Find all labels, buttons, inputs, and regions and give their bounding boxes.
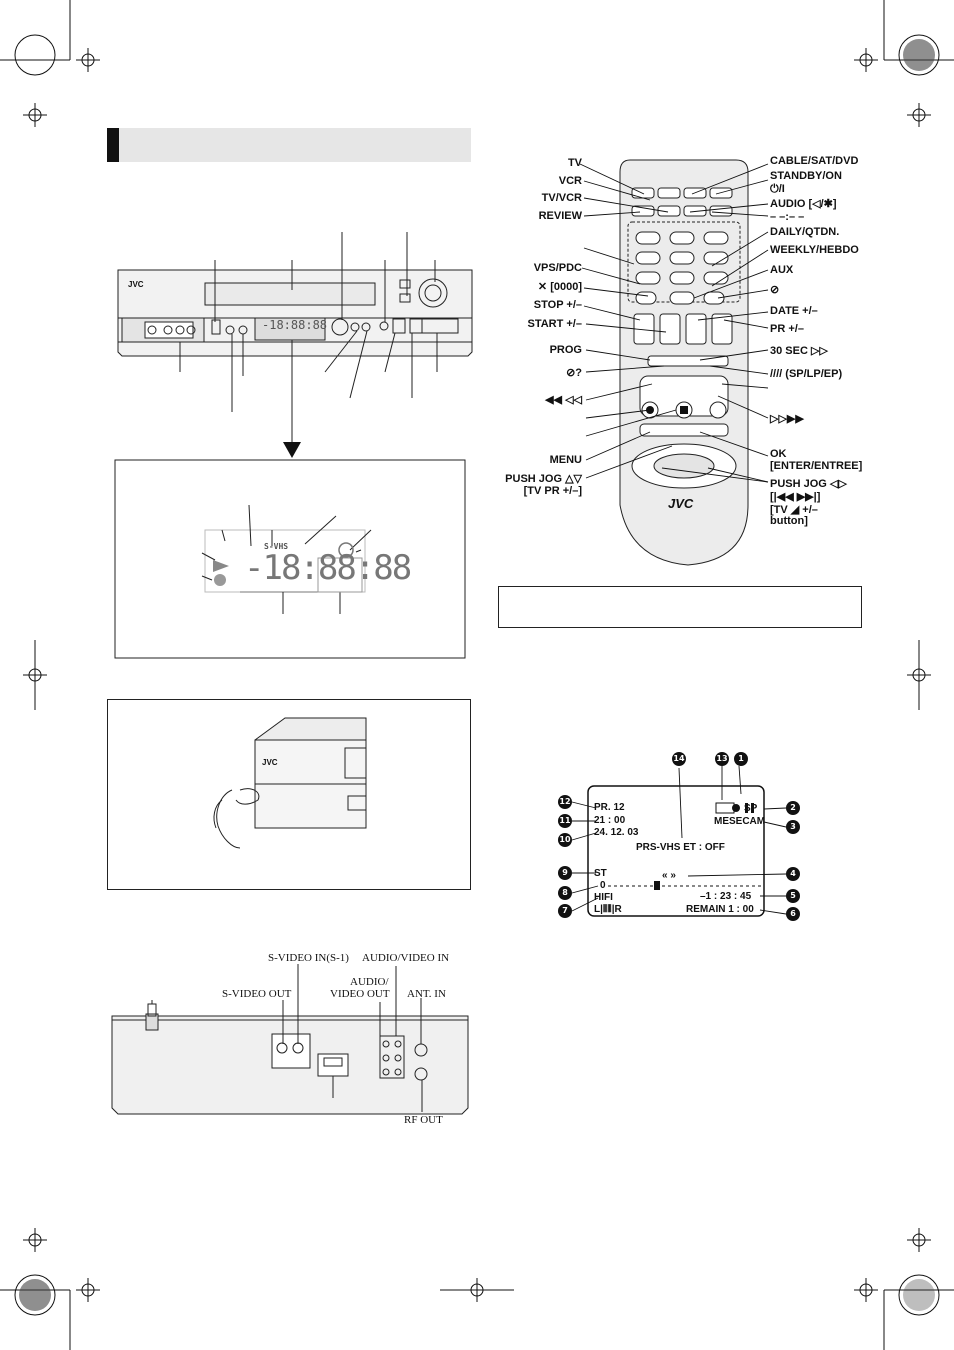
label-clock: ⊘ [770, 284, 780, 296]
osd-time: 21 : 00 [594, 815, 626, 826]
label-vps-pdc: VPS/PDC [533, 262, 582, 274]
cassette-brand-logo: JVC [262, 758, 278, 767]
label-button: button] [770, 515, 808, 527]
remote-brand-logo: JVC [668, 496, 694, 511]
callout-14: 14 [672, 752, 686, 766]
label-skip: [|◀◀ ▶▶|] [770, 491, 821, 503]
osd-prs: PRS-VHS ET : OFF [636, 842, 725, 853]
osd-scale-zero: 0 [600, 880, 606, 891]
label-ok: OK [770, 448, 787, 460]
front-lcd-digits: -18:88:88 [262, 318, 328, 332]
display-svhs: S-VHS [264, 542, 289, 551]
label-speed: //// (SP/LP/EP) [770, 368, 843, 380]
label-vcr: VCR [558, 175, 582, 187]
note-box [498, 586, 862, 628]
label-menu: MENU [549, 454, 582, 466]
label-audio: AUDIO [◁/✱] [770, 198, 837, 210]
label-date: DATE +/– [770, 305, 818, 317]
label-audio-video-in: AUDIO/VIDEO IN [362, 952, 450, 964]
label-ant-in: ANT. IN [407, 988, 446, 1000]
osd-mesecam: MESECAM [714, 816, 766, 827]
callout-10: 10 [558, 833, 572, 847]
osd-lr-meter: L|⦀⦀|R [594, 904, 622, 915]
osd-date: 24. 12. 03 [594, 827, 639, 838]
label-fast-forward: ▷▷▶▶ [770, 413, 804, 425]
label-standby-on: STANDBY/ON [770, 170, 842, 182]
label-pr: PR +/– [770, 323, 804, 335]
label-review: REVIEW [538, 210, 582, 222]
osd-hifi: HIFI [594, 892, 613, 903]
callout-6: 6 [786, 907, 800, 921]
osd-remain: REMAIN 1 : 00 [686, 904, 754, 915]
label-stop: STOP +/– [533, 299, 582, 311]
label-prog: PROG [549, 344, 582, 356]
label-aux: AUX [770, 264, 794, 276]
callout-4: 4 [786, 867, 800, 881]
label-tv: TV [567, 157, 582, 169]
display-digits: -18:88:88 [244, 548, 412, 588]
label-audio-video-out-1: AUDIO/ [350, 976, 389, 988]
label-push-jog-leftright: PUSH JOG ◁▷ [770, 478, 847, 490]
label-zero-reset: ✕ [0000] [537, 281, 582, 293]
callout-3: 3 [786, 820, 800, 834]
label-weekly: WEEKLY/HEBDO [770, 244, 859, 256]
label-svideo-out: S-VIDEO OUT [222, 988, 292, 1000]
label-tv-vol: [TV ◢ +/– [770, 504, 818, 516]
osd-pr: PR. 12 [594, 802, 625, 813]
label-push-jog-updown: PUSH JOG △▽ [505, 473, 582, 485]
label-daily: DAILY/QTDN. [770, 226, 840, 238]
callout-1: 1 [734, 752, 748, 766]
label-dash-time: – –:– – [770, 211, 805, 223]
label-rf-out: RF OUT [404, 1114, 443, 1126]
callout-13: 13 [715, 752, 729, 766]
label-start: START +/– [527, 318, 582, 330]
label-30sec: 30 SEC ▷▷ [770, 345, 828, 357]
osd-sp: SP [744, 803, 758, 814]
front-brand-logo: JVC [128, 280, 144, 289]
callout-9: 9 [558, 866, 572, 880]
label-audio-video-out-2: VIDEO OUT [330, 988, 390, 1000]
label-tv-pr: [TV PR +/–] [523, 485, 582, 497]
callout-7: 7 [558, 904, 572, 918]
cassette-insert-box [107, 699, 471, 890]
callout-8: 8 [558, 886, 572, 900]
label-svideo-in: S-VIDEO IN(S-1) [268, 952, 349, 964]
section-title-bar [107, 128, 471, 162]
label-enter: [ENTER/ENTREE] [770, 460, 863, 472]
osd-search-icon: « » [662, 870, 676, 881]
label-power: ⏻/I [770, 183, 785, 195]
label-tv-vcr: TV/VCR [541, 192, 582, 204]
label-timer-check: ⊘? [566, 367, 582, 379]
callout-12: 12 [558, 795, 572, 809]
callout-5: 5 [786, 889, 800, 903]
osd-st: ST [594, 868, 607, 879]
label-cable-sat-dvd: CABLE/SAT/DVD [770, 155, 859, 167]
osd-counter: –1 : 23 : 45 [700, 891, 752, 902]
callout-11: 11 [558, 814, 572, 828]
label-rewind: ◀◀ ◁◁ [545, 394, 582, 406]
callout-2: 2 [786, 801, 800, 815]
